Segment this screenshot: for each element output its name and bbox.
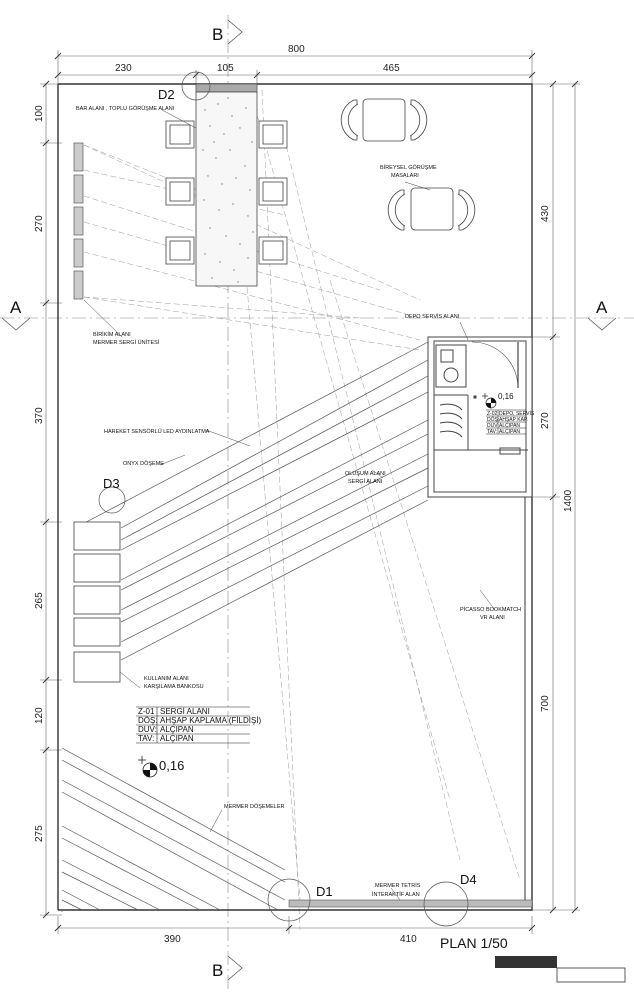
dim-left-5: 120	[34, 707, 45, 724]
dim-right-1: 430	[540, 205, 551, 222]
room-main-floor-value: AHŞAP KAPLAMA (FİLDİŞİ)	[160, 716, 262, 725]
level-marker-main: 0,16	[138, 756, 184, 778]
depot-room	[427, 336, 533, 498]
dim-top-total: 800	[288, 44, 305, 55]
front-wall-solid	[288, 899, 533, 908]
dim-left-1: 100	[34, 105, 45, 122]
section-b-bottom-label: B	[212, 961, 223, 980]
dim-right-total: 1400	[563, 489, 574, 512]
section-b-bottom-marker: B	[212, 955, 243, 981]
room-main-ceiling-value: ALÇIPAN	[160, 734, 194, 743]
room-depot-floor-value: AHŞAP KAP.	[499, 417, 528, 423]
level-marker-depot: 0,16	[482, 392, 514, 409]
area-labels: BAR ALANI , TOPLU GÖRÜŞME ALANI BİREYSEL…	[76, 105, 521, 898]
room-depot-wall-value: ALÇIPAN	[499, 423, 520, 429]
reception-counter	[73, 521, 121, 683]
dimension-ticks	[42, 52, 579, 932]
projection-dashed-lines	[83, 89, 521, 931]
detail-d1-label: D1	[316, 884, 333, 899]
label-picasso-1: PİCASSO BOOKMATCH	[460, 606, 521, 613]
room-main-wall-value: ALÇIPAN	[160, 725, 194, 734]
detail-d2-label: D2	[158, 87, 175, 102]
room-depot-floor-key: DÖŞ:	[487, 416, 499, 423]
label-led-lighting: HAREKET SENSÖRLÜ LED AYDINLATMA	[104, 428, 210, 435]
room-depot-ceiling-key: TAV:	[487, 429, 497, 435]
bar-counter	[195, 91, 258, 287]
marble-floor-lines	[61, 747, 286, 912]
meeting-table-1	[340, 98, 428, 142]
level-main-value: 0,16	[159, 758, 184, 773]
label-tetris-1: MERMER TETRİS	[375, 882, 421, 889]
dim-left-2: 270	[34, 215, 45, 232]
label-marble-floor: MERMER DÖŞEMELER	[224, 803, 285, 810]
dimension-values: 800 230 105 465 100 270 370 265 120 275 …	[34, 44, 574, 945]
dim-left-3: 370	[34, 407, 45, 424]
label-individual-2: MASALARI	[391, 173, 419, 179]
room-table-depot	[486, 409, 526, 435]
room-main-wall-key: DUV:	[138, 725, 157, 734]
room-depot-name: DEPO, SERVİS	[499, 410, 535, 417]
label-depot-service: DEPO SERVİS ALANI	[405, 313, 460, 320]
leader-lines	[83, 109, 496, 901]
label-tetris-2: İNTERAKTİF ALAN	[372, 891, 420, 898]
room-depot-code: Z-02	[487, 411, 498, 417]
detail-d4-label: D4	[460, 872, 477, 887]
label-usage-2: KARŞILAMA BANKOSU	[144, 684, 204, 690]
section-b-top-label: B	[212, 25, 223, 44]
section-a-left-marker: A	[1, 298, 31, 331]
room-main-floor-key: DÖŞ:	[138, 716, 158, 725]
detail-d3-label: D3	[103, 476, 120, 491]
room-table-main	[136, 706, 250, 744]
room-main-code: Z-01	[138, 707, 155, 716]
dim-bottom-2: 410	[400, 934, 417, 945]
dim-left-6: 275	[34, 825, 45, 842]
section-a-right-label: A	[596, 298, 608, 317]
label-formation-2: SERGİ ALANI	[348, 478, 383, 485]
room-main-name: SERGİ ALANI	[160, 707, 210, 716]
dim-right-3: 700	[540, 695, 551, 712]
meeting-table-2	[387, 187, 476, 231]
label-picasso-2: VR ALANI	[480, 615, 505, 621]
plan-title: PLAN 1/50	[440, 935, 508, 951]
room-depot-wall-key: DUV:	[487, 423, 499, 429]
section-b-top-marker: B	[212, 19, 243, 45]
dim-top-3: 465	[383, 63, 400, 74]
dim-right-2: 270	[540, 412, 551, 429]
label-formation-1: OLUŞUM ALANI	[345, 471, 386, 477]
onyx-diagonal-bands	[74, 341, 429, 661]
bar-chairs	[165, 120, 288, 265]
label-bar-area: BAR ALANI , TOPLU GÖRÜŞME ALANI	[76, 105, 175, 112]
room-depot-ceiling-value: ALÇIPAN	[499, 429, 520, 435]
dim-top-2: 105	[217, 63, 234, 74]
dim-left-4: 265	[34, 592, 45, 609]
room-main-ceiling-key: TAV:	[138, 734, 154, 743]
detail-circles	[98, 71, 469, 927]
label-onyx-floor: ONYX DÖŞEME	[123, 460, 164, 467]
scale-bar	[495, 956, 626, 983]
label-individual-1: BİREYSEL GÖRÜŞME	[380, 164, 437, 171]
label-accumulation-1: BİRİKİM ALANI	[93, 331, 131, 338]
dim-bottom-1: 390	[164, 934, 181, 945]
marble-display-units	[73, 142, 84, 300]
section-a-left-label: A	[10, 298, 22, 317]
label-usage-1: KULLANIM ALANI	[144, 676, 189, 682]
dim-top-1: 230	[115, 63, 132, 74]
bar-top-wall	[195, 83, 258, 93]
level-depot-value: 0,16	[498, 392, 514, 401]
label-accumulation-2: MERMER SERGİ ÜNİTESİ	[93, 339, 160, 346]
section-a-right-marker: A	[587, 298, 617, 331]
